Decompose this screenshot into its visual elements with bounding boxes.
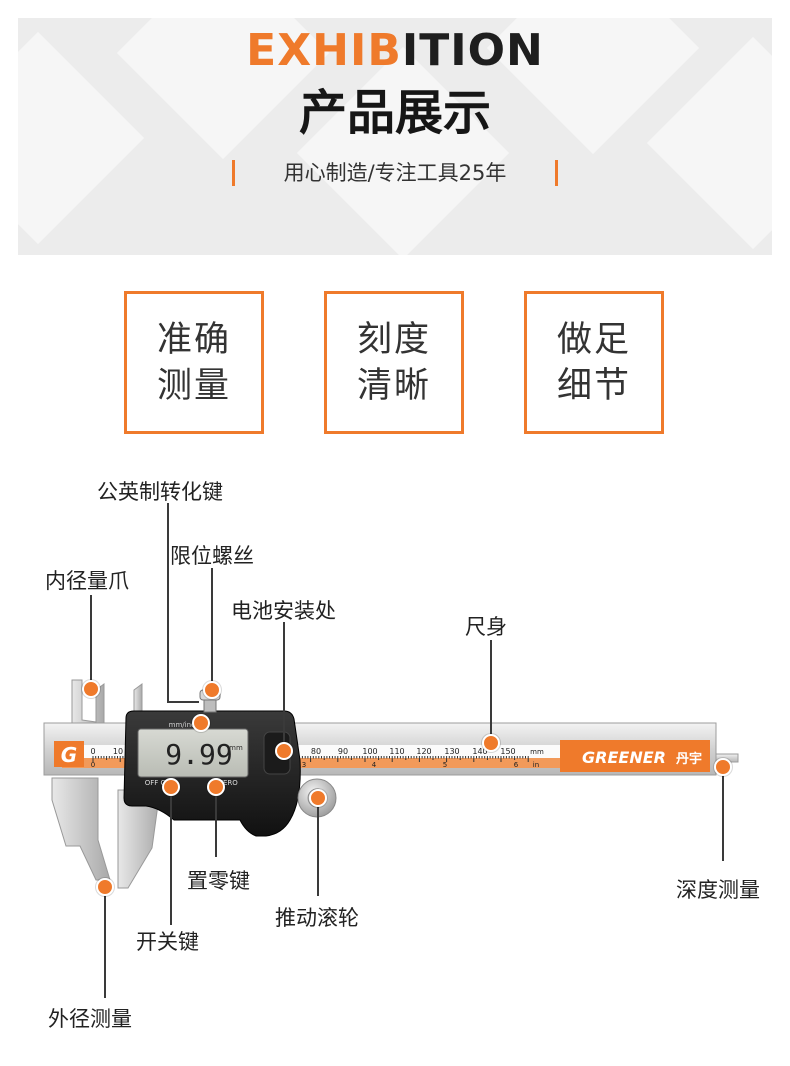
callout-inner-jaw: 内径量爪 bbox=[45, 569, 129, 593]
feature-line2: 细节 bbox=[556, 365, 631, 406]
dot-outer bbox=[96, 878, 114, 896]
mm-label-80: 80 bbox=[311, 747, 321, 756]
feature-line2: 测量 bbox=[156, 365, 231, 406]
leader-metric-imperial bbox=[167, 503, 169, 703]
dot-depth bbox=[714, 758, 732, 776]
dot-thumb-wheel bbox=[309, 789, 327, 807]
mm-label-130: 130 bbox=[444, 747, 459, 756]
button-label-off-on: OFF ON bbox=[145, 779, 172, 787]
brand-name-cn: 丹宇 bbox=[676, 751, 702, 767]
tagline-group: 用心制造/专注工具25年 bbox=[232, 158, 558, 188]
lcd-screen bbox=[137, 728, 249, 778]
in-unit-label: in bbox=[533, 761, 539, 769]
title-chinese: 产品展示 bbox=[298, 85, 491, 141]
title-english: EXHIBITION bbox=[0, 24, 790, 78]
mm-label-150: 150 bbox=[500, 747, 515, 756]
callout-depth-measure: 深度测量 bbox=[676, 878, 760, 902]
callout-limit-screw: 限位螺丝 bbox=[170, 544, 254, 568]
dot-zero-key bbox=[207, 778, 225, 796]
in-label-3: 3 bbox=[302, 761, 306, 769]
title-english-highlight: EXHIB bbox=[246, 25, 402, 76]
feature-line2: 清晰 bbox=[356, 365, 431, 406]
in-label-0: 0 bbox=[91, 761, 95, 769]
mm-label-100: 100 bbox=[362, 747, 377, 756]
callout-outer-measure: 外径测量 bbox=[48, 1007, 132, 1031]
logo-letter: G bbox=[61, 743, 77, 767]
mm-label-90: 90 bbox=[338, 747, 348, 756]
mm-unit-label: mm bbox=[530, 748, 544, 756]
scale-band-orange bbox=[62, 758, 618, 768]
dot-power-key bbox=[162, 778, 180, 796]
tagline-bar-right bbox=[555, 160, 558, 186]
leader-outer bbox=[104, 886, 106, 998]
in-label-6: 6 bbox=[514, 761, 519, 769]
dot-limit-screw bbox=[203, 681, 221, 699]
feature-box-details: 做足 细节 bbox=[524, 291, 664, 434]
dot-inner-jaw bbox=[82, 680, 100, 698]
callout-battery: 电池安装处 bbox=[231, 599, 336, 623]
caliper-diagram: G 0 10 80 90 100 110 120 130 140 150 mm … bbox=[0, 460, 790, 1066]
feature-line1: 刻度 bbox=[356, 319, 431, 360]
callout-thumb-wheel: 推动滚轮 bbox=[275, 906, 359, 930]
mm-label-110: 110 bbox=[389, 747, 404, 756]
dot-battery bbox=[275, 742, 293, 760]
title-english-rest: ITION bbox=[401, 25, 544, 76]
in-label-4: 4 bbox=[372, 761, 377, 769]
tagline-bar-left bbox=[232, 160, 235, 186]
caliper-illustration: G 0 10 80 90 100 110 120 130 140 150 mm … bbox=[43, 679, 739, 889]
header-background bbox=[18, 18, 772, 255]
outer-jaw-fixed bbox=[51, 777, 111, 881]
leader-ruler-body bbox=[490, 640, 492, 740]
feature-box-accurate: 准确 测量 bbox=[124, 291, 264, 434]
leader-power-key bbox=[170, 787, 172, 925]
brand-plate bbox=[560, 740, 710, 772]
feature-line1: 做足 bbox=[556, 319, 631, 360]
leader-thumb-wheel bbox=[317, 800, 319, 896]
leader-zero-key bbox=[215, 787, 217, 857]
limit-screw-stem bbox=[203, 699, 217, 713]
leader-inner-jaw bbox=[90, 595, 92, 686]
mm-scale-ticks bbox=[92, 756, 529, 762]
button-label-zero: ZERO bbox=[218, 779, 238, 787]
feature-line1: 准确 bbox=[156, 319, 231, 360]
dot-metric-imperial bbox=[192, 714, 210, 732]
callout-zero-key: 置零键 bbox=[187, 869, 250, 893]
leader-depth bbox=[722, 769, 724, 861]
tagline: 用心制造/专注工具25年 bbox=[283, 161, 507, 185]
mm-label-0: 0 bbox=[90, 747, 95, 756]
mm-label-120: 120 bbox=[416, 747, 431, 756]
dot-ruler-body bbox=[482, 734, 500, 752]
in-label-5: 5 bbox=[443, 761, 447, 769]
leader-limit-screw bbox=[211, 568, 213, 686]
mm-label-10: 10 bbox=[113, 747, 123, 756]
decor-diamond bbox=[296, 46, 510, 255]
brand-name: GREENER bbox=[582, 748, 666, 767]
leader-metric-imperial-h bbox=[167, 701, 199, 703]
callout-power-key: 开关键 bbox=[136, 930, 199, 954]
lcd-unit: mm bbox=[229, 744, 243, 752]
mm-label-140: 140 bbox=[472, 747, 487, 756]
feature-box-clear-scale: 刻度 清晰 bbox=[324, 291, 464, 434]
logo-box bbox=[54, 741, 84, 767]
callout-metric-imperial-key: 公英制转化键 bbox=[97, 480, 223, 504]
callout-ruler-body: 尺身 bbox=[465, 615, 507, 639]
lcd-value: 9.99 bbox=[165, 738, 232, 771]
leader-battery bbox=[283, 622, 285, 747]
display-top-label: mm/inch bbox=[169, 721, 200, 729]
